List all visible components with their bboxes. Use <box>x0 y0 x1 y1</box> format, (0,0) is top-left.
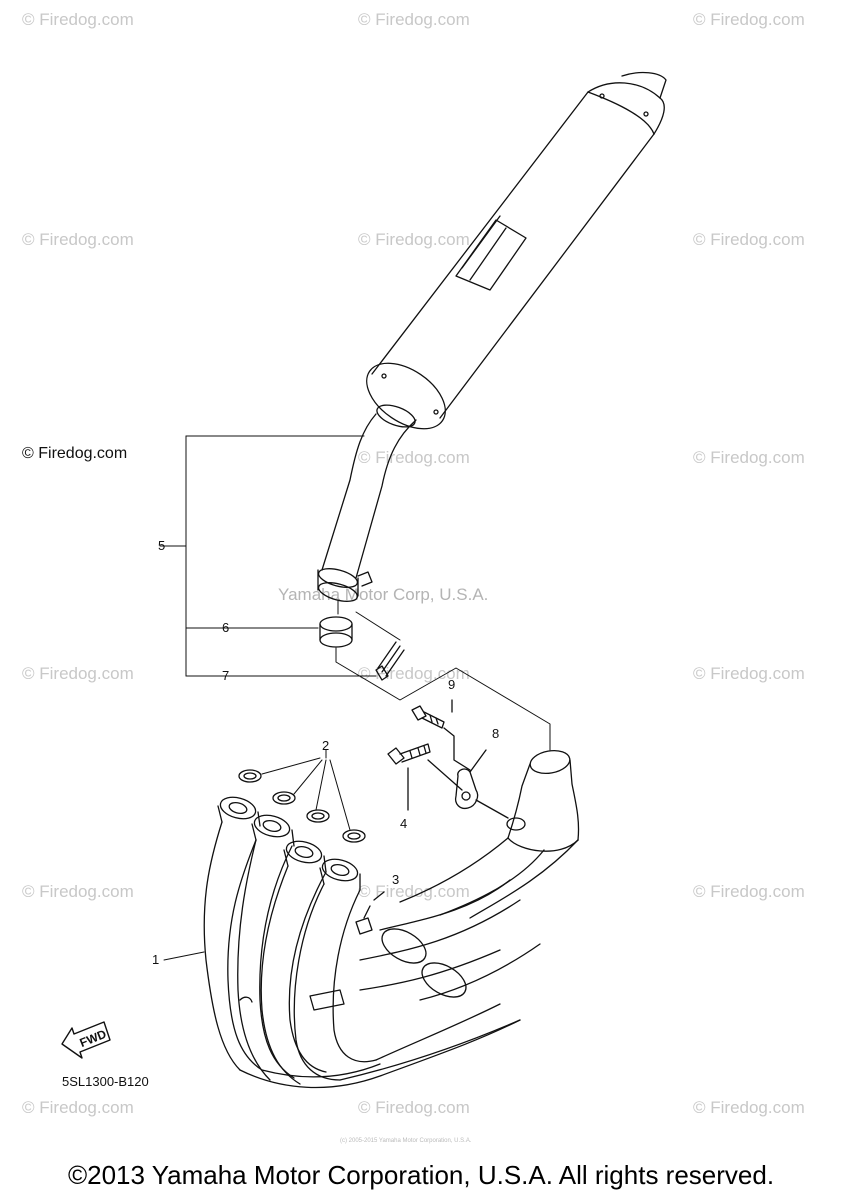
watermark: © Firedog.com <box>358 664 470 683</box>
clamp-bolt <box>375 641 405 681</box>
callout-7: 7 <box>222 668 230 683</box>
callout-3: 3 <box>392 872 400 887</box>
watermark: © Firedog.com <box>693 1098 805 1117</box>
center-watermark: Yamaha Motor Corp, U.S.A. <box>278 585 489 604</box>
watermark: © Firedog.com <box>693 664 805 683</box>
watermark: © Firedog.com <box>358 882 470 901</box>
port-gaskets <box>238 749 366 843</box>
callout-6: 6 <box>222 620 230 635</box>
callout-2: 2 <box>322 738 330 753</box>
bolt-9 <box>411 699 471 771</box>
diagram-code: 5SL1300-B120 <box>62 1074 149 1089</box>
copyright-notice: ©2013 Yamaha Motor Corporation, U.S.A. A… <box>67 1160 775 1190</box>
watermark: © Firedog.com <box>693 10 805 29</box>
watermark: © Firedog.com <box>22 882 134 901</box>
watermark: © Firedog.com <box>22 230 134 249</box>
link-pipe <box>317 404 417 602</box>
collector <box>399 749 580 919</box>
watermark: © Firedog.com <box>693 448 805 467</box>
callout-5: 5 <box>158 538 166 553</box>
watermark: © Firedog.com <box>358 230 470 249</box>
callout-9: 9 <box>448 677 456 692</box>
watermark: © Firedog.com <box>22 664 134 683</box>
fwd-arrow-icon: FWD <box>61 1021 111 1059</box>
watermark-prominent: © Firedog.com <box>22 445 128 462</box>
watermark: © Firedog.com <box>358 10 470 29</box>
callout-8: 8 <box>492 726 500 741</box>
bolt-4 <box>387 743 463 811</box>
callout-leaders <box>159 545 205 961</box>
bracket-8 <box>454 749 509 819</box>
exhaust-headers <box>203 796 541 1089</box>
tiny-copyright: (c) 2005-2015 Yamaha Motor Corporation, … <box>340 1138 472 1144</box>
gasket <box>319 616 353 648</box>
watermark: © Firedog.com <box>358 1098 470 1117</box>
watermark: © Firedog.com <box>358 448 470 467</box>
watermark: © Firedog.com <box>22 1098 134 1117</box>
leader-lines <box>175 435 551 751</box>
watermark: © Firedog.com <box>693 230 805 249</box>
watermark: © Firedog.com <box>693 882 805 901</box>
muffler <box>366 71 667 430</box>
callout-4: 4 <box>400 816 408 831</box>
watermark: © Firedog.com <box>22 10 134 29</box>
callout-1: 1 <box>152 952 160 967</box>
